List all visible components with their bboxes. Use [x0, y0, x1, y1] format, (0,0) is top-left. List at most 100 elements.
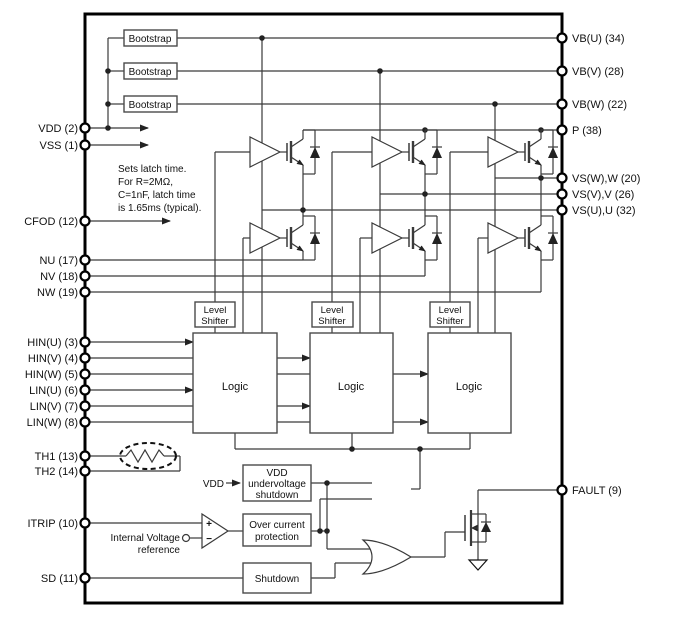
level-shifter-box-v [311, 301, 354, 328]
pin-label-hin-w: HIN(W) (5) [25, 369, 78, 381]
vref-label: reference [138, 545, 181, 556]
pin-label-vs-u: VS(U),U (32) [572, 205, 636, 217]
bootstrap-label-v: Bootstrap [129, 67, 172, 78]
igbt-driver-cell-u-low [250, 216, 320, 260]
uv-box-label: VDD [266, 468, 287, 479]
pin-vb-v [556, 65, 568, 77]
pin-vb-w [556, 98, 568, 110]
pin-hin-u [79, 336, 91, 348]
level-shifter-label: Level [204, 305, 227, 316]
bootstrap-label-u: Bootstrap [129, 34, 172, 45]
pin-label-p: P (38) [572, 125, 602, 137]
level-shifter-label: Level [321, 305, 344, 316]
pin-label-vb-w: VB(W) (22) [572, 99, 627, 111]
pin-nu [79, 254, 91, 266]
shutdown-box-label: Shutdown [255, 574, 299, 585]
level-shifter-label: Shifter [318, 316, 345, 327]
pin-vdd [79, 122, 91, 134]
pin-label-vs-w: VS(W),W (20) [572, 173, 640, 185]
svg-text:is 1.65ms (typical).: is 1.65ms (typical). [118, 203, 201, 214]
pin-lin-u [79, 384, 91, 396]
pin-vs-u [556, 204, 568, 216]
pin-label-lin-u: LIN(U) (6) [29, 385, 78, 397]
pin-nv [79, 270, 91, 282]
logic-label-u: Logic [222, 381, 249, 393]
pin-label-sd: SD (11) [41, 573, 78, 585]
uv-box-label: undervoltage [248, 479, 306, 490]
thermistor-symbol [119, 442, 177, 470]
pin-label-vs-v: VS(V),V (26) [572, 189, 634, 201]
logic-label-w: Logic [456, 381, 483, 393]
over-current-protection-box [242, 513, 312, 547]
igbt-driver-cell-w-high [488, 130, 558, 174]
pin-label-fault: FAULT (9) [572, 485, 622, 497]
level-shifter-label: Level [439, 305, 462, 316]
logic-box-v [309, 332, 394, 434]
igbt-driver-cell-w-low [488, 216, 558, 260]
pin-nw [79, 286, 91, 298]
bootstrap-label-w: Bootstrap [129, 100, 172, 111]
pin-th1 [79, 450, 91, 462]
pin-p [556, 124, 568, 136]
latch-time-note: Sets latch time. For R=2MΩ, C=1nF, latch… [118, 164, 201, 214]
wires-protection-section [85, 448, 562, 579]
level-shifter-label: Shifter [201, 316, 228, 327]
or-gate-bottom [362, 539, 412, 575]
pin-vb-u [556, 32, 568, 44]
pin-hin-w [79, 368, 91, 380]
svg-text:Sets latch time.: Sets latch time. [118, 164, 186, 175]
pin-cfod [79, 215, 91, 227]
comparator-minus: − [206, 534, 212, 545]
pin-lin-v [79, 400, 91, 412]
pin-label-hin-v: HIN(V) (4) [28, 353, 78, 365]
level-shifter-label: Shifter [436, 316, 463, 327]
pin-label-vb-u: VB(U) (34) [572, 33, 625, 45]
pin-itrip [79, 517, 91, 529]
bootstrap-box-v [123, 62, 178, 80]
igbt-driver-cell-u-high [250, 130, 320, 174]
vdd-feed-label: VDD [203, 479, 224, 490]
fault-mosfet-symbol [464, 510, 491, 571]
ocp-box-label: protection [255, 532, 299, 543]
pin-sd [79, 572, 91, 584]
pin-label-vb-v: VB(V) (28) [572, 66, 624, 78]
pin-label-lin-v: LIN(V) (7) [30, 401, 78, 413]
pin-label-nw: NW (19) [37, 287, 78, 299]
undervoltage-shutdown-box [242, 464, 312, 502]
pin-lin-w [79, 416, 91, 428]
comparator-symbol [181, 512, 230, 550]
pin-vs-v [556, 188, 568, 200]
left-pins: VDD (2) VSS (1) CFOD (12) NU (17) NV (18… [24, 122, 91, 585]
logic-box-w [427, 332, 512, 434]
logic-label-v: Logic [338, 381, 365, 393]
pin-label-vdd: VDD (2) [38, 123, 78, 135]
pin-label-cfod: CFOD (12) [24, 216, 78, 228]
pin-label-nu: NU (17) [39, 255, 78, 267]
uv-box-label: shutdown [256, 490, 299, 501]
module-border [83, 12, 564, 605]
pin-label-nv: NV (18) [40, 271, 78, 283]
pin-vss [79, 139, 91, 151]
svg-text:C=1nF, latch time: C=1nF, latch time [118, 190, 196, 201]
vref-label: Internal Voltage [111, 533, 181, 544]
level-shifter-box-w [429, 301, 471, 328]
pin-hin-v [79, 352, 91, 364]
level-shifter-box-u [194, 301, 236, 328]
igbt-driver-cell-v-low [372, 216, 442, 260]
pin-th2 [79, 465, 91, 477]
pin-label-th1: TH1 (13) [35, 451, 78, 463]
comparator-plus: + [206, 519, 212, 530]
pin-label-hin-u: HIN(U) (3) [27, 337, 78, 349]
pin-vs-w [556, 172, 568, 184]
logic-box-u [192, 332, 278, 434]
right-pins: VB(U) (34) VB(V) (28) VB(W) (22) P (38) … [556, 32, 640, 497]
block-boxes [123, 29, 512, 594]
shutdown-box [242, 562, 312, 594]
ocp-box-label: Over current [249, 520, 305, 531]
bootstrap-box-u [123, 29, 178, 47]
pin-label-itrip: ITRIP (10) [27, 518, 78, 530]
bootstrap-box-w [123, 95, 178, 113]
pin-label-vss: VSS (1) [39, 140, 78, 152]
